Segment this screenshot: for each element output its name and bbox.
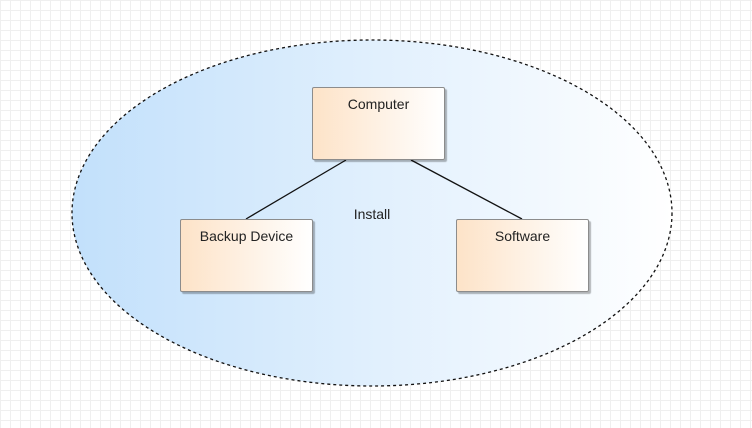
edge-computer-software[interactable] [410,159,523,220]
node-software[interactable]: Software [456,219,589,292]
node-backup-device-label: Backup Device [199,228,294,244]
node-computer[interactable]: Computer [312,87,445,160]
node-software-label: Software [494,228,551,244]
node-computer-label: Computer [347,96,410,112]
relation-label[interactable]: Install [353,206,391,222]
edge-computer-backup[interactable] [245,159,347,220]
container-ellipse[interactable] [71,39,673,387]
node-backup-device[interactable]: Backup Device [180,219,313,292]
